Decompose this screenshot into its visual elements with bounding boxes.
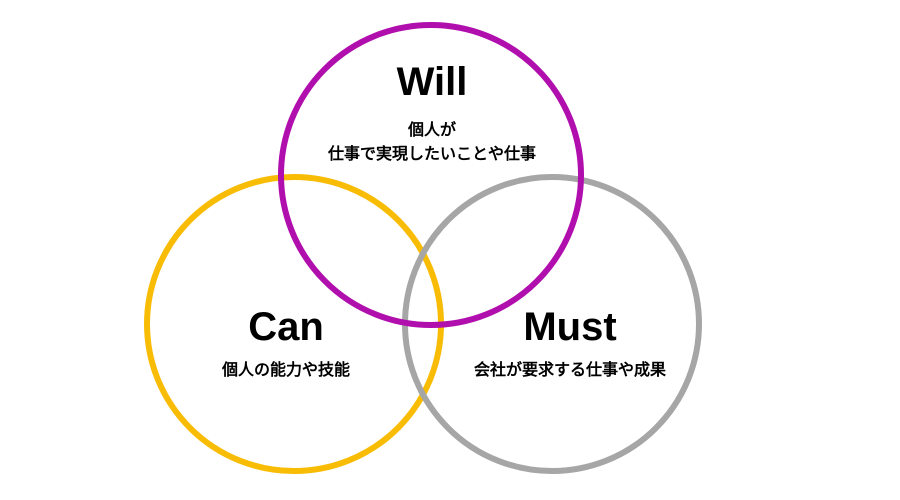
will-circle (278, 22, 584, 328)
must-description: 会社が要求する仕事や成果 (473, 360, 666, 379)
can-description: 個人の能力や技能 (221, 360, 350, 379)
will-description-line-2: 仕事で実現したいことや仕事 (327, 144, 536, 163)
must-title: Must (523, 305, 617, 349)
will-description: 個人が 仕事で実現したいことや仕事 (282, 118, 582, 166)
can-title: Can (248, 305, 324, 349)
will-title: Will (396, 60, 468, 104)
will-description-line-1: 個人が (407, 120, 456, 139)
